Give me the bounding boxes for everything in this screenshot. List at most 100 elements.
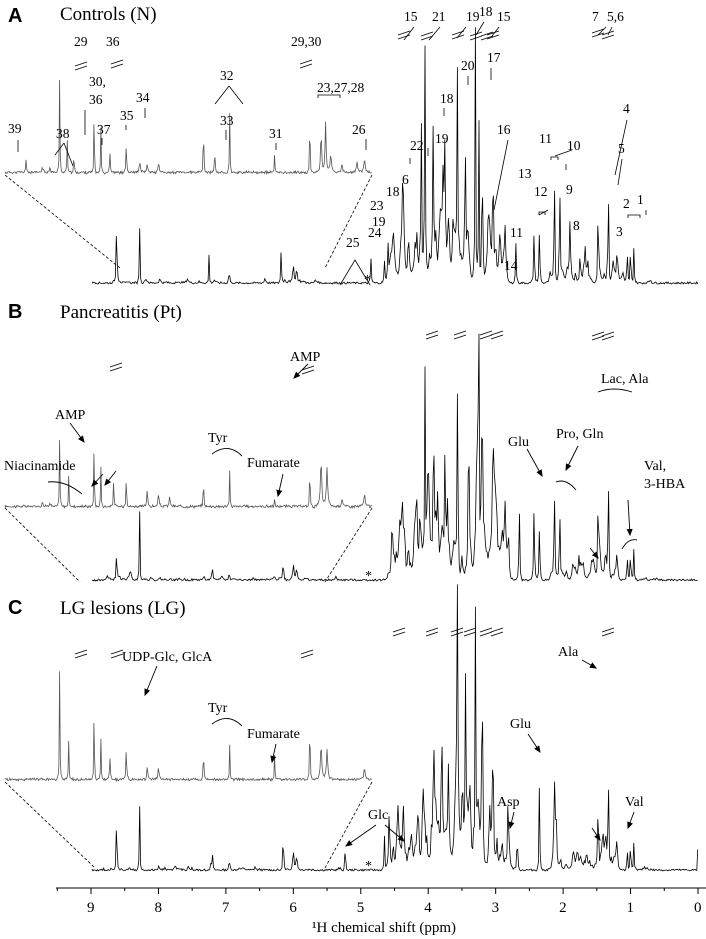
arrow-head (508, 821, 515, 830)
arrow-head (276, 489, 283, 498)
peak-label: 19 (372, 214, 386, 229)
x-tick-label: 0 (694, 900, 702, 916)
arrow-head (589, 662, 598, 669)
x-tick-label: 4 (424, 900, 432, 916)
peak-label: 18 (440, 91, 454, 106)
break-mark (420, 31, 434, 37)
bracket-curve (550, 156, 559, 160)
break-mark (453, 334, 467, 340)
panel-b-letter: B (8, 301, 22, 323)
break-mark (109, 362, 123, 368)
peak-label: 30, (89, 74, 106, 89)
peak-label: 15 (404, 9, 418, 24)
peak-label: 5 (618, 141, 625, 156)
arrow-head (627, 821, 633, 830)
break-mark (110, 59, 124, 65)
peak-label: 22 (410, 138, 424, 153)
arrow-head (78, 435, 85, 443)
arrow-head (345, 840, 353, 847)
bracket-curve (317, 94, 341, 98)
annotation-ala: Ala (558, 645, 579, 660)
annotation-val: Val, (644, 459, 666, 474)
break-mark (601, 627, 615, 633)
peak-label: 16 (497, 122, 511, 137)
panel-a-peak-labels: 39 38 29 30, 36 37 36 35 34 32 33 31 29,… (8, 4, 644, 288)
peak-label: 12 (534, 184, 548, 199)
break-mark (453, 330, 467, 336)
panel-b-annotations: Niacinamide AMP Tyr Fumarate AMP Glu Pro… (4, 350, 686, 584)
break-mark (469, 31, 483, 37)
panel-c-title: LG lesions (LG) (60, 598, 186, 619)
panel-b-zoom-line-left (4, 507, 81, 583)
peak-label: 5,6 (607, 9, 624, 24)
arrow-head (591, 551, 599, 559)
panel-a-zoom-line-right (324, 174, 373, 269)
break-mark (480, 31, 494, 37)
leader-line (493, 139, 509, 211)
peak-label: 10 (567, 138, 581, 153)
annotation-glc: Glc (368, 808, 388, 823)
x-tick-label: 2 (559, 900, 567, 916)
peak-label: 20 (461, 58, 475, 73)
peak-label: 29 (74, 34, 88, 49)
peak-label: 23,27,28 (317, 80, 365, 95)
break-mark (109, 366, 123, 372)
leader-line (491, 26, 500, 37)
peak-label: 34 (136, 90, 150, 105)
leader-line (428, 26, 441, 41)
break-mark (479, 330, 493, 336)
panel-a-inset-spectrum (4, 79, 373, 176)
peak-label: 35 (120, 108, 134, 123)
peak-label: 15 (497, 9, 511, 24)
arrow-head (104, 478, 112, 486)
peak-label: 19 (466, 9, 480, 24)
arrow-head (293, 371, 301, 379)
break-mark (486, 34, 500, 40)
bracket-curve (555, 480, 577, 491)
break-mark (450, 627, 464, 633)
arrow-head (565, 463, 572, 472)
peak-label: 36 (89, 92, 103, 107)
peak-label: 11 (539, 131, 552, 146)
peak-label: 6 (402, 172, 409, 187)
leader-line (614, 119, 628, 176)
break-mark (601, 30, 615, 36)
peak-label: 8 (573, 218, 580, 233)
arrow-head (536, 469, 543, 478)
bracket-curve (597, 388, 633, 393)
bracket-curve (339, 259, 371, 286)
break-mark (463, 627, 477, 633)
peak-label: 19 (435, 131, 449, 146)
panel-a: A Controls (N) 39 38 29 30, 36 37 36 35 … (4, 4, 699, 288)
break-mark (397, 30, 411, 36)
peak-label: 26 (352, 122, 366, 137)
annotation-pro-gln: Pro, Gln (556, 427, 603, 442)
break-mark (397, 34, 411, 40)
break-mark (425, 334, 439, 340)
peak-label: 32 (220, 68, 234, 83)
x-tick-label: 6 (289, 900, 297, 916)
bracket-curve (621, 539, 638, 550)
bracket-curve (47, 481, 83, 495)
leader-line (228, 85, 244, 105)
leader-line (554, 149, 573, 157)
break-mark (110, 653, 124, 659)
leader-line (617, 158, 623, 186)
break-mark (601, 631, 615, 637)
peak-label: 18 (479, 4, 493, 19)
break-mark (425, 330, 439, 336)
peak-label: 29,30 (291, 34, 322, 49)
panel-a-title: Controls (N) (60, 4, 157, 25)
arrow-head (626, 528, 633, 537)
break-mark (301, 369, 315, 375)
arrow-head (594, 833, 601, 841)
annotation-fumarate: Fumarate (247, 727, 300, 742)
leader-line (607, 26, 613, 36)
peak-label: 23 (370, 198, 384, 213)
break-mark (299, 59, 313, 65)
x-tick-label: 9 (87, 900, 95, 916)
break-mark (490, 631, 504, 637)
break-mark (74, 61, 88, 67)
leader-line (403, 26, 415, 41)
